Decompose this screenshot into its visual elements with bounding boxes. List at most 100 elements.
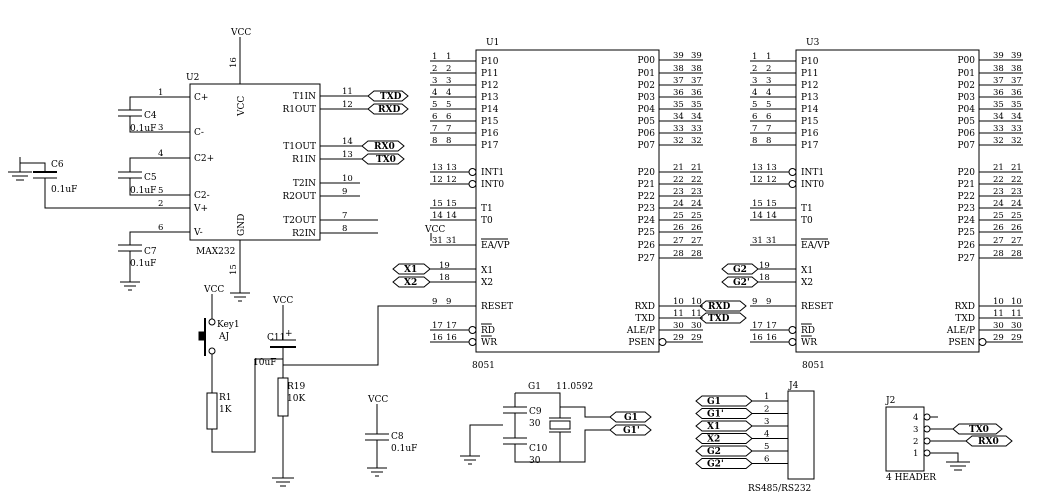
j2-ref: J2 <box>885 396 895 406</box>
u3-pin-label: P03 <box>957 93 975 103</box>
c5-ref: C5 <box>144 173 157 183</box>
u3-pin-num-outer: 37 <box>1011 76 1022 86</box>
u1-pin-label: X2 <box>481 278 493 288</box>
j2-rx0-port <box>965 435 1013 447</box>
u3-pin-num-inner: 6 <box>766 112 771 122</box>
u3-pin-num-outer: 4 <box>752 88 757 98</box>
j2-pin-num: 2 <box>913 437 918 447</box>
u1-pin-label: T0 <box>481 216 493 226</box>
u3-pin-label: P04 <box>957 105 975 115</box>
u3-pin-num-outer: 17 <box>752 321 763 331</box>
u3-pin-label: RD <box>801 326 815 336</box>
u2-pin-label: R2OUT <box>283 192 316 202</box>
key1-ref: Key1 <box>217 320 240 330</box>
u3-pin-num-inner: 35 <box>993 100 1004 110</box>
u1-pin-label: P27 <box>637 254 655 264</box>
crystal-frequency: 11.0592 <box>556 382 593 392</box>
j4-net-label: X1 <box>707 422 720 432</box>
u1-pin-num-inner: 3 <box>446 76 451 86</box>
u1-pin-num: 19 <box>439 261 450 271</box>
u3-pin-num-inner: 9 <box>766 297 771 307</box>
u1-pin-num-inner: 14 <box>446 211 457 221</box>
u1-pin-label: P01 <box>637 69 655 79</box>
u1-pin-num-outer: 15 <box>432 199 443 209</box>
u1-pin-label: P14 <box>481 105 499 115</box>
u1-pin-num-outer: 5 <box>432 100 437 110</box>
u1-pin-num-inner: 36 <box>673 88 684 98</box>
c7-value: 0.1uF <box>130 259 156 269</box>
u1-pin-label: P24 <box>637 216 655 226</box>
u1-pin-num-inner: 16 <box>446 333 457 343</box>
u2-txd-port-label: TXD <box>380 92 402 102</box>
u3-pin-num-outer: 13 <box>752 163 763 173</box>
u1-pin-num-outer: 39 <box>691 51 702 61</box>
u3-pin-num-outer: 12 <box>752 175 763 185</box>
u1-pin-label: P02 <box>637 81 655 91</box>
u1-txd-port <box>699 312 747 324</box>
u2-rx0-port-label: RX0 <box>374 142 395 152</box>
u2-pin-label: R2IN <box>292 229 316 239</box>
j4-net-label: G2 <box>707 447 721 457</box>
u1-pin-num-outer: 11 <box>691 309 702 319</box>
u2-ground-symbol <box>230 292 250 302</box>
u3-pin-num-outer: 31 <box>752 236 763 246</box>
u3-pin-label: RXD <box>955 302 975 312</box>
c10-value: 30 <box>529 456 541 466</box>
u2-pin-num: 14 <box>342 137 353 147</box>
u1-pin-label: P16 <box>481 129 499 139</box>
u1-pin-num-inner: 5 <box>446 100 451 110</box>
u3-pin-label: P22 <box>957 192 975 202</box>
c11-plus-sign: + <box>285 329 293 339</box>
u1-pin-num-outer: 30 <box>691 321 702 331</box>
u1-pin-num-outer: 8 <box>432 136 437 146</box>
u1-pin-num-outer: 38 <box>691 64 702 74</box>
u1-pin-label: T1 <box>481 204 493 214</box>
key1-contact-top <box>208 318 216 326</box>
crystal-ref: G1 <box>528 382 541 392</box>
u3-pin-num-outer: 27 <box>1011 236 1022 246</box>
u3-pin-label: P23 <box>957 204 975 214</box>
u2-pin-label: T2OUT <box>283 216 316 226</box>
u1-pin-num-inner: 7 <box>446 124 451 134</box>
u1-pin-num-outer: 37 <box>691 76 702 86</box>
u1-pin-num-inner: 9 <box>446 297 451 307</box>
u3-pin-num-inner: 4 <box>766 88 771 98</box>
j4-pin-num: 5 <box>764 442 769 452</box>
u3-pin-label: P14 <box>801 105 819 115</box>
u3-pin-num-inner: 22 <box>993 175 1004 185</box>
c6-capacitor: C6 0.1uF <box>8 157 190 209</box>
u3-pin-label: P06 <box>957 129 975 139</box>
u3-pin-label: P12 <box>801 81 819 91</box>
c11-value: 10uF <box>253 358 277 368</box>
u1-part: 8051 <box>472 361 495 371</box>
u3-pin-label: X1 <box>801 266 813 276</box>
u1-pin-label: P10 <box>481 57 499 67</box>
u1-pin-num-inner: 29 <box>673 333 684 343</box>
u3-pin-num-inner: 12 <box>766 175 777 185</box>
u3-pin-num-inner: 31 <box>766 236 777 246</box>
u3-pin-num-outer: 22 <box>1011 175 1022 185</box>
j4-net-label: G1 <box>707 397 721 407</box>
j4-net-port <box>695 458 753 469</box>
u3-pin-num-outer: 5 <box>752 100 757 110</box>
u3-pin-label: TXD <box>955 314 975 324</box>
u2-tx0-port-label: TX0 <box>376 155 396 165</box>
c11-vcc-label: VCC <box>272 296 293 306</box>
crystal-g1p-label: G1' <box>623 426 640 436</box>
c8-ref: C8 <box>391 432 404 442</box>
u3-pin-num-outer: 30 <box>1011 321 1022 331</box>
u2-tx0-port <box>361 153 405 165</box>
u3-pin-num-inner: 17 <box>766 321 777 331</box>
u3-pin-num-inner: 29 <box>993 333 1004 343</box>
u3-pin-num-inner: 33 <box>993 124 1004 134</box>
u3-pin-num-inner: 38 <box>993 64 1004 74</box>
u3-pin-label: P07 <box>957 141 975 151</box>
crystal-g1p-port <box>609 424 652 436</box>
u3-pin-num-outer: 1 <box>752 52 757 62</box>
u3-pin-label: P00 <box>957 56 975 66</box>
